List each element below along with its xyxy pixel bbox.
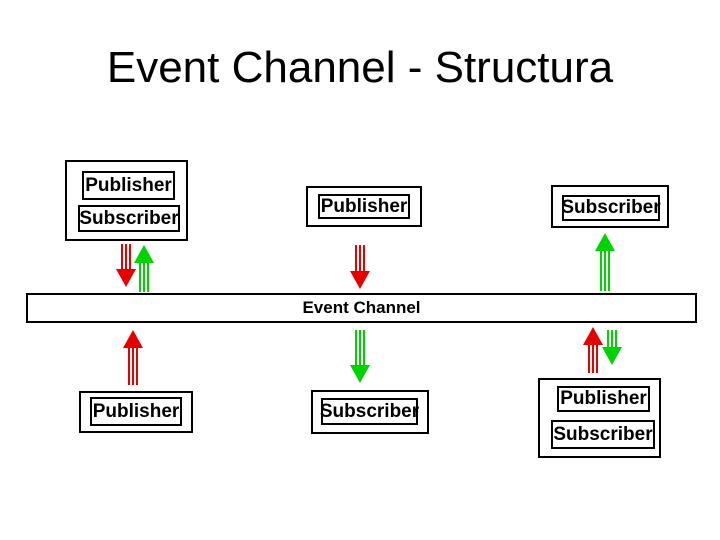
- red-down-arrow-icon: [350, 245, 370, 289]
- arrow-shaft: [128, 348, 138, 385]
- top-middle-publisher-group: Publisher: [306, 186, 422, 227]
- arrow-shaft: [121, 244, 131, 269]
- bottom-left-publisher-box: Publisher: [90, 397, 182, 426]
- top-right-subscriber-group: Subscriber: [551, 185, 669, 228]
- bottom-right-publisher-subscriber-group: Publisher Subscriber: [538, 378, 661, 458]
- top-right-subscriber-box: Subscriber: [561, 195, 661, 221]
- bottom-left-publisher-group: Publisher: [79, 391, 193, 433]
- red-up-arrow-icon: [583, 327, 603, 373]
- arrow-head: [350, 271, 370, 289]
- top-left-subscriber-box: Subscriber: [78, 205, 180, 232]
- red-up-arrow-icon: [123, 330, 143, 385]
- green-down-arrow-icon: [350, 330, 370, 383]
- arrow-shaft: [139, 263, 149, 292]
- arrow-head: [583, 327, 603, 345]
- arrow-shaft: [600, 251, 610, 291]
- green-up-arrow-icon: [134, 245, 154, 292]
- slide-title: Event Channel - Structura: [106, 43, 614, 92]
- top-left-publisher-subscriber-group: Publisher Subscriber: [65, 160, 188, 241]
- top-middle-publisher-box: Publisher: [318, 194, 410, 219]
- green-up-arrow-icon: [595, 233, 615, 291]
- arrow-shaft: [355, 330, 365, 365]
- arrow-shaft: [588, 345, 598, 373]
- green-down-arrow-icon: [602, 330, 622, 365]
- arrow-head: [602, 347, 622, 365]
- top-left-publisher-box: Publisher: [82, 171, 175, 200]
- arrow-head: [123, 330, 143, 348]
- bottom-middle-subscriber-group: Subscriber: [311, 390, 429, 434]
- bottom-middle-subscriber-box: Subscriber: [320, 398, 419, 425]
- arrow-shaft: [355, 245, 365, 271]
- arrow-head: [116, 269, 136, 287]
- event-channel-bar: Event Channel: [26, 293, 697, 323]
- bottom-right-publisher-box: Publisher: [557, 386, 650, 412]
- arrow-shaft: [607, 330, 617, 347]
- red-down-arrow-icon: [116, 244, 136, 287]
- arrow-head: [134, 245, 154, 263]
- bottom-right-subscriber-box: Subscriber: [551, 420, 655, 449]
- arrow-head: [595, 233, 615, 251]
- arrow-head: [350, 365, 370, 383]
